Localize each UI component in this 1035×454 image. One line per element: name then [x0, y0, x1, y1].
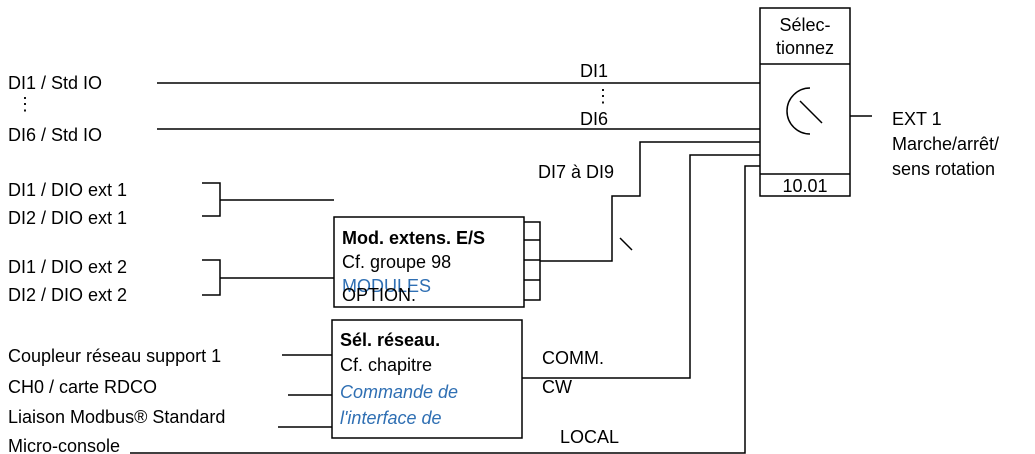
output-line3: sens rotation [892, 159, 995, 179]
signal-label-local: LOCAL [560, 427, 619, 447]
bracket-ext2 [202, 259, 221, 296]
fieldbus-box-ref: Cf. chapitre [340, 355, 432, 375]
io-module-link-line2-text[interactable]: OPTION [342, 285, 411, 305]
wire-local [130, 165, 760, 454]
io-module-title: Mod. extens. E/S [342, 228, 485, 248]
input-ellipsis: ⋮ [16, 94, 34, 114]
bus-slash [619, 237, 633, 251]
input-label-di2-ext2: DI2 / DIO ext 2 [8, 285, 127, 305]
io-module-link-line1[interactable]: MODULES [342, 276, 431, 296]
signal-label-di6: DI6 [580, 109, 608, 129]
io-module-ref-link[interactable]: 98 [431, 252, 451, 272]
input-label-di1-std: DI1 / Std IO [8, 73, 102, 93]
fieldbus-box-link-line2[interactable]: l'interface de [340, 408, 442, 428]
signal-ellipsis: ⋮ [594, 86, 612, 106]
input-label-modbus: Liaison Modbus® Standard [8, 407, 225, 427]
input-label-panel: Micro-console [8, 436, 120, 454]
io-module-ref-prefix: Cf. groupe [342, 252, 431, 272]
fieldbus-box-title: Sél. réseau. [340, 330, 440, 350]
signal-label-cw: CW [542, 377, 572, 397]
io-module-output-bracket [524, 221, 541, 301]
input-label-di1-ext2: DI1 / DIO ext 2 [8, 257, 127, 277]
wire-comm-cw [522, 154, 760, 379]
selector-header-line2: tionnez [776, 38, 834, 58]
input-label-di6-std: DI6 / Std IO [8, 125, 102, 145]
input-label-ch0: CH0 / carte RDCO [8, 377, 157, 397]
input-label-fieldbus: Coupleur réseau support 1 [8, 346, 221, 366]
output-line1: EXT 1 [892, 109, 942, 129]
io-extension-module-box [333, 216, 525, 308]
fieldbus-box-link-line1[interactable]: Commande de [340, 382, 458, 402]
signal-label-di7-di9: DI7 à DI9 [538, 162, 614, 182]
signal-label-comm: COMM. [542, 348, 604, 368]
input-label-di1-ext1: DI1 / DIO ext 1 [8, 180, 127, 200]
rotary-switch-icon [786, 87, 823, 135]
output-line2: Marche/arrêt/ [892, 134, 999, 154]
selector-block [759, 7, 851, 197]
signal-label-di1: DI1 [580, 61, 608, 81]
io-module-ref: Cf. groupe 98 [342, 252, 451, 272]
io-module-link-suffix: . [411, 285, 416, 305]
selector-header-line1: Sélec- [779, 15, 830, 35]
input-label-di2-ext1: DI2 / DIO ext 1 [8, 208, 127, 228]
fieldbus-selection-box [331, 319, 523, 439]
io-module-link-line2: OPTION. [342, 285, 416, 305]
selector-parameter: 10.01 [782, 176, 827, 196]
bracket-ext1 [202, 182, 221, 217]
wire-di7-di9 [540, 141, 760, 262]
